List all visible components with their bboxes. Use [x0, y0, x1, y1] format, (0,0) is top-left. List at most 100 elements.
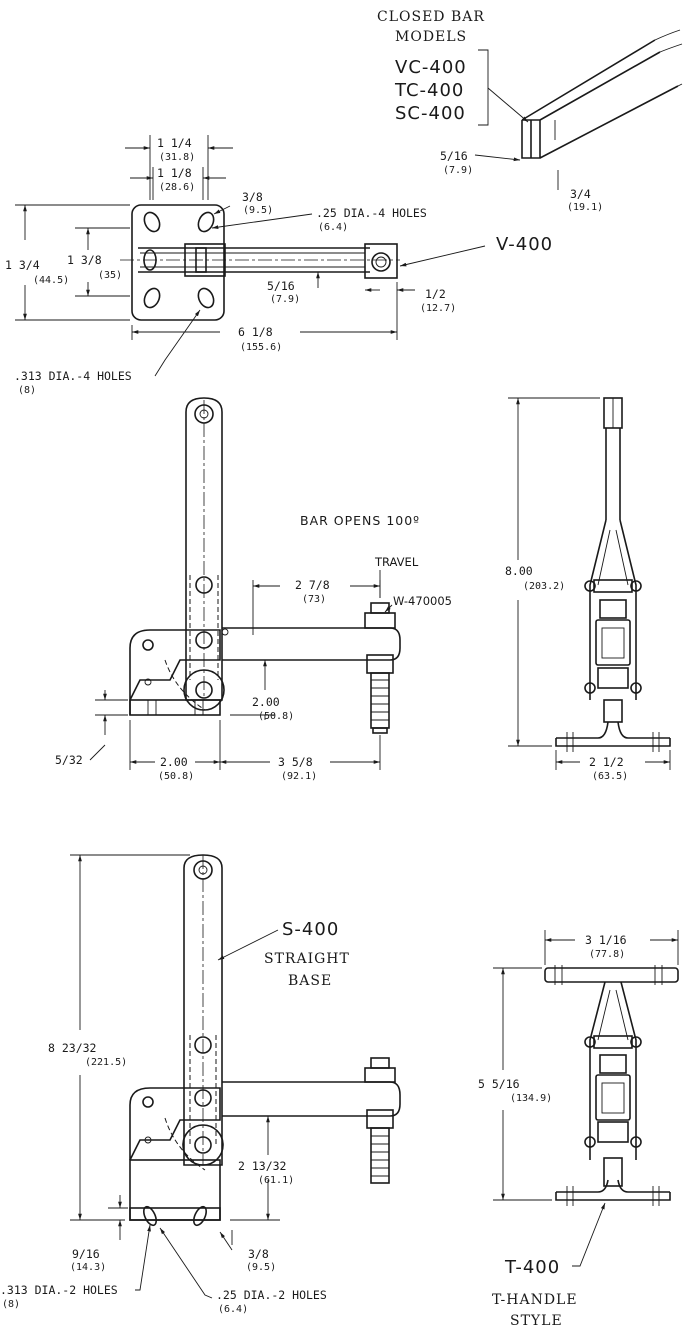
closed-bar-break: [654, 29, 683, 87]
dim-3-8: 3/8: [242, 190, 263, 204]
dim-3-5-8-mm: (92.1): [281, 771, 317, 782]
s-style-line1: STRAIGHT: [264, 951, 350, 967]
lower-block: [597, 667, 629, 689]
t-base: [555, 1179, 671, 1201]
model-leader: [487, 87, 529, 123]
dim-1-3-4-mm: (44.5): [33, 275, 69, 286]
dim-1-3-8-mm: (35): [98, 270, 122, 281]
s-hidden-arc: [164, 1117, 206, 1171]
link-pin: [195, 631, 213, 649]
t-handle-holes: [554, 965, 663, 985]
spindle-leader: [384, 604, 393, 613]
thickness-leader: [474, 154, 521, 162]
pin-head: [584, 580, 596, 592]
pin-block: [593, 579, 633, 593]
dim-2-7-8: 2 7/8: [295, 578, 330, 592]
small-pin: [221, 628, 229, 636]
s-slot-hole: [143, 1205, 157, 1227]
spindle-nut: [364, 612, 396, 629]
t-link-block: [599, 1054, 627, 1074]
body-inner: [601, 627, 625, 659]
dim-2-13-32: 2 13/32: [238, 1159, 286, 1173]
dim-8-00: 8.00: [505, 564, 533, 578]
closed-bar-title: CLOSED BAR: [377, 9, 485, 25]
dim-5-32: 5/32: [55, 753, 83, 767]
dim-1-3-8: 1 3/8: [67, 253, 102, 267]
t-style-line1: T-HANDLE: [492, 1292, 578, 1308]
dim-3-1-16: 3 1/16: [585, 933, 627, 947]
holes-313-s-mm: (8): [2, 1299, 20, 1310]
holes-313-s: .313 DIA.-2 HOLES: [0, 1283, 118, 1297]
dim-1-1-8-mm: (28.6): [159, 182, 195, 193]
s-base-pin: [142, 1096, 154, 1108]
t-base-holes: [566, 1186, 660, 1206]
s-clamp-arm: [222, 1081, 401, 1117]
dim-5-5-16-mm: (134.9): [510, 1093, 552, 1104]
dim-3-8-s: 3/8: [248, 1247, 269, 1261]
model-v400: V-400: [496, 234, 553, 255]
spindle-hex: [371, 252, 391, 272]
model-leader: [399, 245, 486, 267]
t-handle-bar: [544, 967, 679, 983]
dim-5-16: 5/16: [267, 279, 295, 293]
t-pin-head: [630, 1136, 642, 1148]
v400-side-view: BAR OPENS 100º TRAVEL W-470005 2 7/8 (73…: [55, 397, 452, 782]
t-pin-head: [584, 1136, 596, 1148]
t-model-leader: [572, 1202, 606, 1267]
dim-6-1-8: 6 1/8: [238, 325, 273, 339]
s-spindle-thread: [370, 1127, 390, 1184]
s400-side-view: S-400 STRAIGHT BASE 8 23/32 (221.5) 2 13…: [0, 854, 401, 1315]
spindle-block: [364, 243, 398, 279]
dim-8-23-32: 8 23/32: [48, 1041, 96, 1055]
dim-3-5-8: 3 5/8: [278, 755, 313, 769]
model-s400: S-400: [282, 919, 339, 940]
t-lower-block: [597, 1121, 629, 1143]
dim-2-1-2-mm: (63.5): [592, 771, 628, 782]
dim-width: 3/4: [570, 187, 591, 201]
dim-2-00-h: 2.00: [252, 695, 280, 709]
pin-head: [630, 682, 642, 694]
hidden-arc: [164, 659, 206, 711]
holes-25-mm: (6.4): [318, 222, 348, 233]
s-base-foot: [129, 1207, 221, 1221]
model-vc400: VC-400: [395, 57, 467, 78]
t-pin-head: [584, 1036, 596, 1048]
s-hidden-lines: [189, 1035, 217, 1145]
dim-8-23-32-mm: (221.5): [85, 1057, 127, 1068]
dim-1-1-4-mm: (31.8): [159, 152, 195, 163]
lower-link-pin: [195, 681, 213, 699]
bar-opens-label: BAR OPENS 100º: [300, 513, 420, 528]
s-thread-lines: [371, 1135, 389, 1177]
t-pin-head: [630, 1036, 642, 1048]
s-lower-link: [182, 1124, 224, 1166]
dim-1-3-4: 1 3/4: [5, 258, 40, 272]
neck: [603, 699, 623, 723]
body-block: [595, 619, 631, 666]
dim-6-1-8-mm: (155.6): [240, 342, 282, 353]
holes-313-leader: [154, 309, 201, 377]
slot-hole: [143, 211, 161, 233]
dim-3-8-mm: (9.5): [243, 205, 273, 216]
dim-2-1-2: 2 1/2: [589, 755, 624, 769]
fork-inner: [597, 529, 629, 586]
dim-2-7-8-mm: (73): [302, 594, 326, 605]
t-body-inner: [601, 1082, 625, 1114]
dim-2-00-w: 2.00: [160, 755, 188, 769]
s-spindle-top: [370, 1057, 390, 1069]
dim-2-13-32-mm: (61.1): [258, 1175, 294, 1186]
s-base-pin: [144, 1136, 152, 1144]
dim-5-5-16: 5 5/16: [478, 1077, 520, 1091]
base-foot: [129, 699, 221, 716]
dim-line: [213, 205, 231, 215]
base-pin: [144, 678, 152, 686]
base-body: [129, 629, 221, 701]
holes-313-mm: (8): [18, 385, 36, 396]
v400-top-view: 1 1/4 (31.8) 1 1/8 (28.6) 3/8 (9.5) .25 …: [5, 135, 553, 396]
holes-313-leader: [135, 1224, 151, 1291]
holes-25-s: .25 DIA.-2 HOLES: [216, 1288, 327, 1302]
travel-label: TRAVEL: [374, 555, 419, 569]
base-pin: [142, 639, 154, 651]
holes-leader: [211, 213, 313, 229]
t400-front-view: 3 1/16 (77.8) 5 5/16 (134.9) T-400 T-HAN…: [478, 930, 679, 1329]
